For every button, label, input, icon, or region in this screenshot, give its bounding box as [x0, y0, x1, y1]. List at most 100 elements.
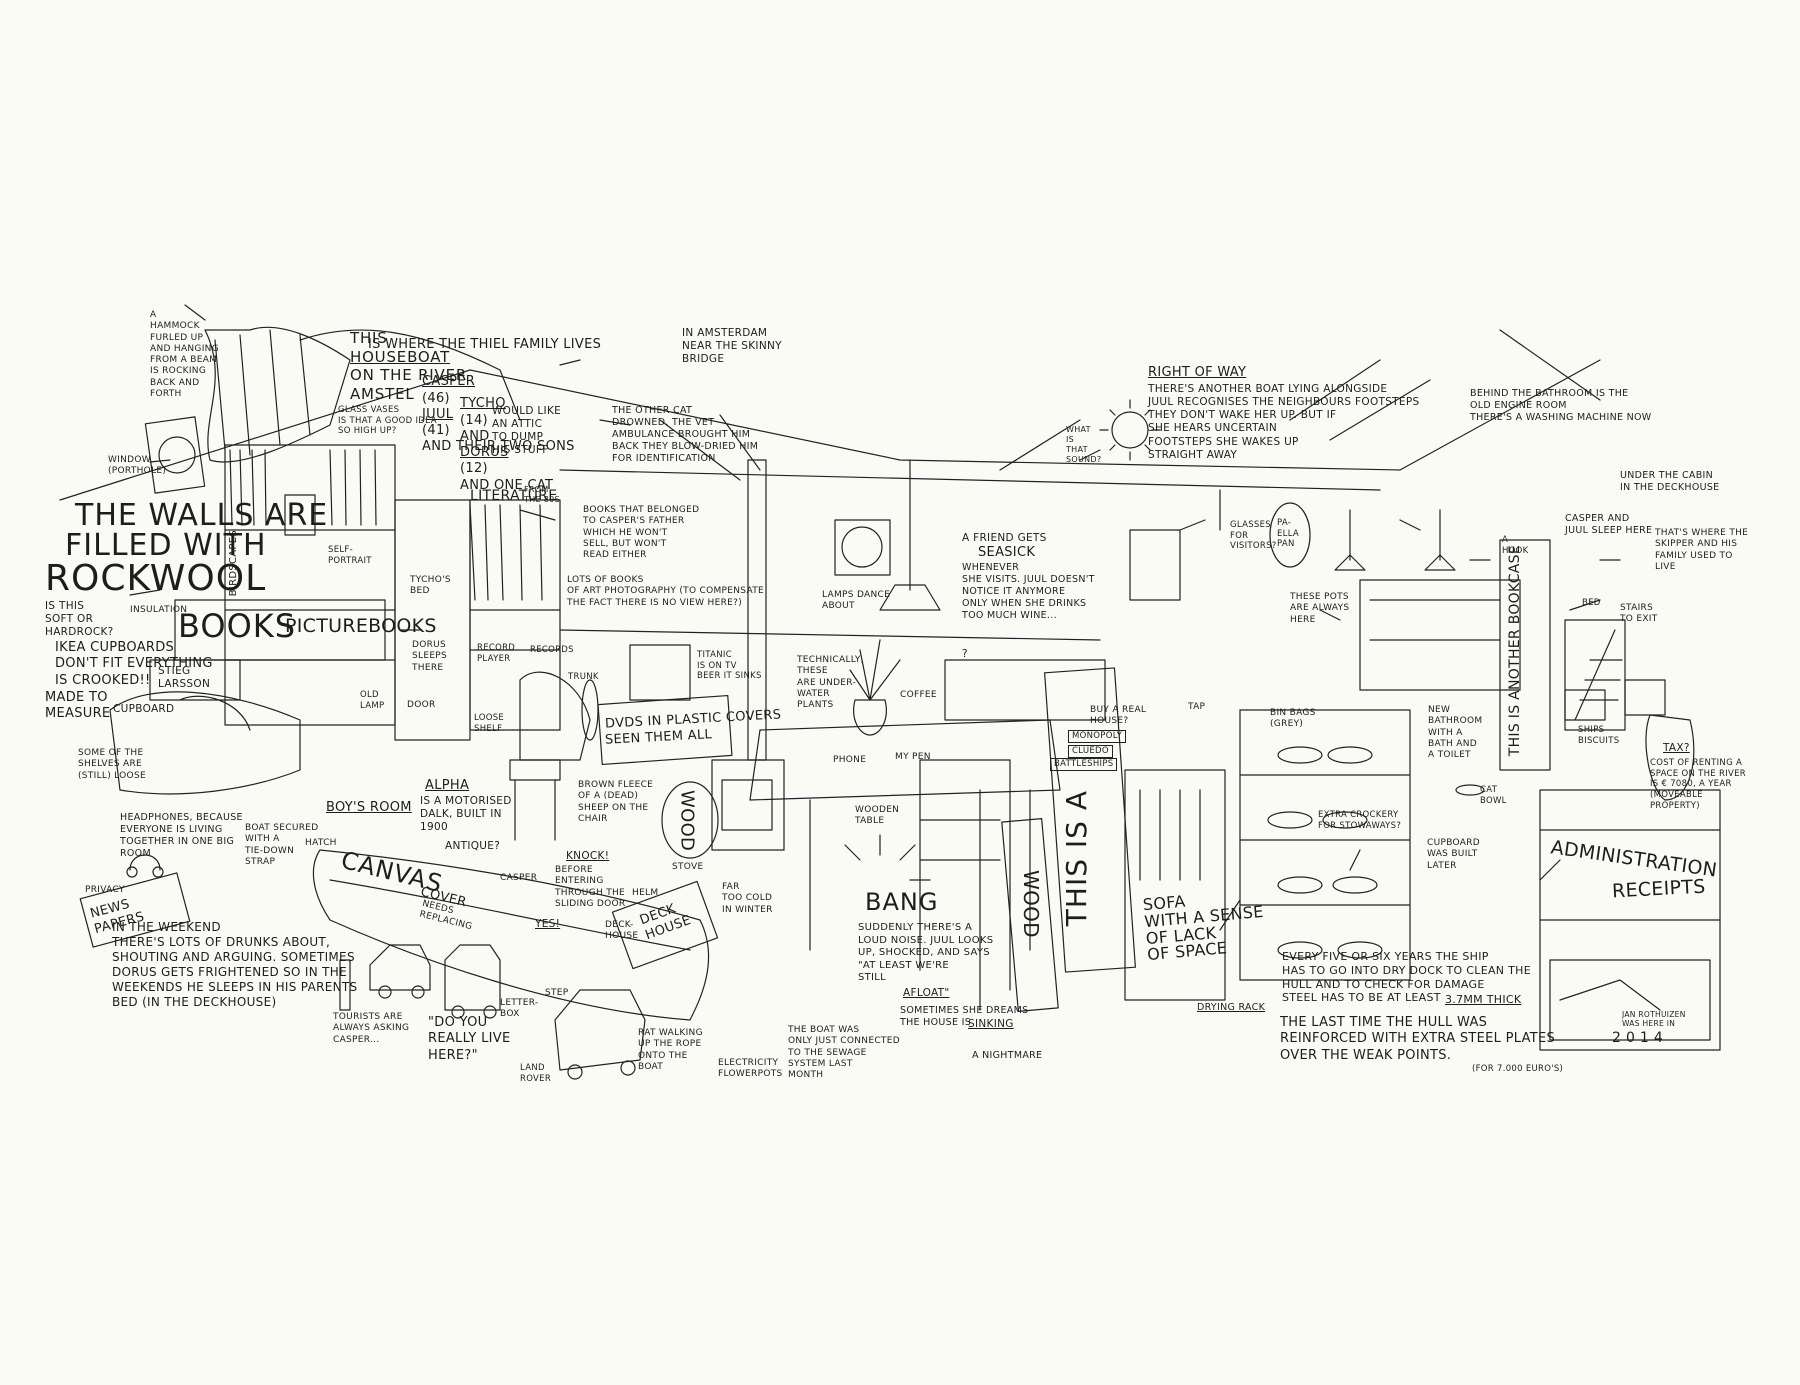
record-player-note: Record player	[477, 643, 516, 664]
title-houseboat: houseboat	[350, 347, 451, 366]
title-line-1: This houseboat on the river Amstel	[350, 310, 467, 404]
seasick-note-2: whenever she visits. Juul doesn't notice…	[962, 562, 1095, 621]
dreams-note: Sometimes she dreams the house is	[900, 1005, 1029, 1028]
cat-bowl-note: Cat bowl	[1480, 785, 1507, 806]
last-time-note: The last time the hull was reinforced wi…	[1280, 1015, 1556, 1063]
dorus-sleeps-note: Dorus sleeps there	[412, 640, 448, 673]
casper-figure-label: Casper	[500, 873, 538, 883]
glass-vases-note: Glass vases is that a good idea so high …	[338, 405, 437, 437]
hanging-lamp	[880, 585, 940, 610]
electricity-note: Electricity flowerpots	[718, 1058, 783, 1080]
tychos-bed-note: Tycho's bed	[410, 575, 451, 597]
euros-note: (for 7.000 euro's)	[1472, 1064, 1564, 1074]
before-entering-note: Before entering through the sliding door	[555, 865, 626, 909]
tap-note: Tap	[1188, 702, 1206, 712]
coffee-note: Coffee	[900, 690, 937, 700]
boat-hull	[313, 850, 708, 1020]
alpha-label: Alpha	[425, 778, 470, 793]
jan-signature-note: Jan Rothuizen was here in	[1622, 1010, 1686, 1029]
fleece-chair	[520, 672, 590, 760]
shelves-loose-note: Some of the shelves are (still) loose	[78, 748, 146, 781]
land-rover-note: Land Rover	[520, 1063, 552, 1084]
phone-note: Phone	[833, 755, 867, 765]
mooring-post	[340, 960, 350, 1010]
birdscapes-spine: Birdscapes	[228, 530, 239, 597]
title-this: This	[350, 328, 388, 347]
bang-desc: Suddenly there's a loud noise. Juul look…	[858, 922, 994, 983]
loose-shelf-note: Loose shelf	[474, 713, 505, 734]
age-dorus: (12)	[460, 461, 488, 477]
headphones-note: Headphones, because everyone is living t…	[120, 812, 243, 859]
right-of-way-desc: There's another boat lying alongside Juu…	[1148, 383, 1420, 461]
title-line-3: Casper (46) Juul (41) and their two sons	[422, 358, 575, 456]
crockery-shelf	[1240, 710, 1410, 980]
sofa-text: Sofa with a sense of lack of space	[1142, 891, 1265, 965]
wood-basket-text: Wood	[676, 790, 698, 852]
titanic-note: Titanic is on TV beer it sinks	[697, 650, 762, 682]
wooden-table-note: Wooden table	[855, 805, 900, 827]
step-note: Step	[545, 988, 569, 998]
jug	[1646, 715, 1694, 800]
fleece-note: Brown fleece of a (dead) sheep on the ch…	[578, 780, 654, 824]
walls-text-2: filled with	[65, 528, 267, 563]
helm-note: Helm	[632, 888, 659, 898]
dry-dock-note: Every five or six years the ship has to …	[1282, 950, 1531, 1005]
stairs-note: Stairs to exit	[1620, 603, 1658, 625]
another-bookcase	[1500, 540, 1550, 770]
literature-sign: Literature	[470, 488, 558, 504]
toaster	[1625, 680, 1665, 715]
name-dorus: Dorus	[460, 445, 509, 460]
alpha-desc: is a motorised dalk, built in 1900	[420, 795, 512, 834]
sofa-back	[1125, 770, 1225, 1000]
new-bathroom-note: New bathroom with a bath and a toilet	[1428, 705, 1483, 760]
casper-juul-sleep-note: Casper and Juul sleep here	[1565, 513, 1653, 536]
self-portrait-frame	[285, 495, 315, 535]
age-casper: (46)	[422, 390, 450, 406]
tax-title: Tax?	[1663, 742, 1690, 754]
weekend-note: In the weekend there's lots of drunks ab…	[112, 920, 358, 1009]
cat-bowl	[1456, 785, 1484, 795]
land-rover	[555, 990, 645, 1070]
newspapers-stack	[80, 873, 190, 947]
pots-note: These pots are always here	[1290, 592, 1350, 625]
ikea-note: IKEA cupboards don't fit everything is c…	[55, 640, 213, 688]
tax-desc: Cost of renting a space on the river is …	[1650, 758, 1746, 811]
walls-text-1: The walls are	[75, 498, 329, 533]
right-of-way-title: Right of way	[1148, 365, 1247, 380]
glass-cabinet	[1130, 530, 1180, 600]
glasses-note: Glasses for visitors?	[1230, 520, 1277, 552]
seasick-note-1: A friend gets	[962, 532, 1047, 544]
stairs	[1565, 620, 1625, 730]
thickness-note: 3.7mm thick	[1445, 993, 1522, 1006]
age-juul: (41)	[422, 423, 450, 438]
records-note: Records	[530, 645, 574, 655]
title-one-cat: and one cat	[460, 477, 554, 493]
paella-note: Pa- ella pan	[1277, 518, 1300, 550]
title-line-2: is where the Thiel family lives	[368, 337, 602, 352]
too-cold-note: Far too cold in winter	[722, 882, 773, 915]
title-line-4: Tycho (14) and Dorus (12) and one cat	[460, 380, 553, 494]
yes-label: Yes!	[535, 918, 561, 930]
title-two-sons: and their two sons	[422, 439, 575, 455]
deckhouse-note: Deck- house	[605, 920, 639, 942]
age-tycho: (14)	[460, 412, 488, 428]
seasick-word: seasick	[978, 545, 1036, 560]
extra-crockery-note: Extra crockery for stowaways?	[1318, 810, 1402, 831]
tv	[630, 645, 690, 700]
wood-post-text: Wood	[1019, 870, 1043, 938]
knock-label: Knock!	[566, 850, 610, 862]
sound-sun	[1112, 412, 1148, 448]
porthole-window	[145, 417, 204, 493]
wooden-table	[750, 720, 1060, 800]
wood-post	[1002, 819, 1058, 1012]
what-sound-note: What is that sound?	[1066, 425, 1102, 464]
books-father-note: Books that belonged to Casper's father w…	[583, 505, 700, 560]
cupboard-note: cupboard	[113, 703, 175, 715]
receipts-text: Receipts	[1611, 875, 1707, 903]
antique-note: Antique?	[445, 840, 501, 852]
kitchen-right-wall	[1360, 580, 1520, 690]
from-80s-note: from the 80s	[524, 485, 560, 504]
hook-note: A hook	[1502, 535, 1529, 556]
title-on-river: on the river	[350, 366, 468, 385]
question-mark: ?	[962, 648, 968, 660]
